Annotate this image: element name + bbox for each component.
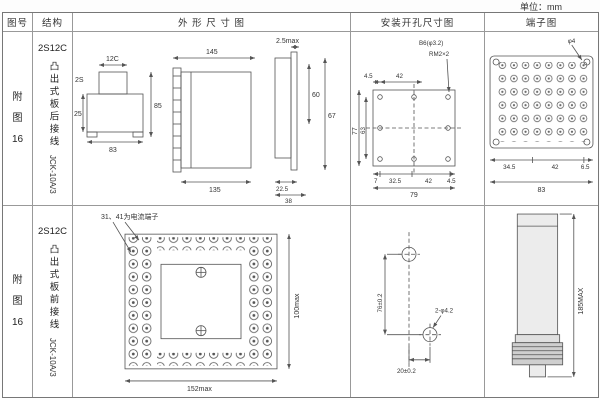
dim-25: 25 <box>74 111 82 118</box>
figure-number: 附 图 16 <box>11 275 24 328</box>
dim-2s: 2S <box>75 77 84 84</box>
dim-42-term: 42 <box>552 164 559 171</box>
dim-225: 22.5 <box>276 186 289 193</box>
col-header-mounting: 安装开孔尺寸图 <box>351 13 485 32</box>
terminal-side-view-r2: 185MAX <box>511 213 585 378</box>
dim-83: 83 <box>109 147 117 154</box>
unit-note: 单位：mm <box>520 2 562 12</box>
hole-spec-label: B6(φ3.2) <box>419 40 443 47</box>
hole-spec-label: 2-φ4.2 <box>435 308 454 315</box>
structure-cell-r2: 2S12C 凸出式板前接线 JCK-10A/3 <box>33 206 73 397</box>
figure-number: 附 图 16 <box>11 92 24 145</box>
terminal-drawing-cell-r2: 185MAX <box>485 206 598 397</box>
dim-65: 6.5 <box>581 164 590 171</box>
col-header-outline: 外 形 尺 寸 图 <box>73 13 351 32</box>
dim-185max: 185MAX <box>578 287 585 314</box>
dim-76: 76±0.2 <box>377 293 384 313</box>
dim-79: 79 <box>410 192 418 199</box>
front-view: 12C 2S 25 83 85 <box>74 56 162 154</box>
terminal-diagram-r1: φ4 34.5 42 6.5 83 <box>489 38 594 194</box>
spec-table: 图号 结构 外 形 尺 寸 图 安装开孔尺寸图 端子图 附 图 16 2S12C… <box>2 12 599 398</box>
dim-25max: 2.5max <box>276 38 299 45</box>
dim-325: 32.5 <box>389 178 402 185</box>
terminal-drawing-cell-r1: φ4 34.5 42 6.5 83 <box>485 32 598 206</box>
figure-number-cell-r1: 附 图 16 <box>3 32 33 206</box>
outline-dimension-drawing-r2: 31、41为电流端子 100max 152max <box>101 212 301 393</box>
dim-60: 60 <box>312 92 320 99</box>
dim-100max: 100max <box>294 293 301 318</box>
outline-drawing-cell-r2: 31、41为电流端子 100max 152max <box>73 206 351 397</box>
dim-83-term: 83 <box>537 187 545 194</box>
model-label: 2S12C <box>37 42 68 54</box>
structure-description: 凸出式板前接线 <box>47 243 59 332</box>
dim-42-bottom: 42 <box>425 178 432 185</box>
dim-20: 20±0.2 <box>397 368 416 375</box>
dim-152max: 152max <box>187 386 212 393</box>
mounting-hole-drawing-r1: B6(φ3.2) RM2×2 4.5 42 77 63 7 <box>352 40 462 199</box>
dim-45-bottom: 4.5 <box>447 178 456 185</box>
profile-view: 2.5max 60 67 22.5 38 <box>274 38 336 205</box>
dim-145: 145 <box>206 49 218 56</box>
dim-85: 85 <box>154 103 162 110</box>
dim-63: 63 <box>360 127 367 134</box>
outline-dimension-drawing-r1: 12C 2S 25 83 85 145 <box>74 38 336 205</box>
col-header-terminal: 端子图 <box>485 13 598 32</box>
col-header-figure-no: 图号 <box>3 13 33 32</box>
figure-number-cell-r2: 附 图 16 <box>3 206 33 397</box>
dim-135: 135 <box>209 187 221 194</box>
structure-cell-r1: 2S12C 凸出式板后接线 JCK-10A/3 <box>33 32 73 206</box>
dim-77: 77 <box>352 127 359 135</box>
mounting-drawing-cell-r1: B6(φ3.2) RM2×2 4.5 42 77 63 7 <box>351 32 485 206</box>
dim-phi4: φ4 <box>568 38 576 45</box>
dim-45-top: 4.5 <box>364 73 373 80</box>
dim-42-top: 42 <box>396 73 403 80</box>
col-header-structure: 结构 <box>33 13 73 32</box>
relay-code: JCK-10A/3 <box>48 338 57 378</box>
mounting-drawing-cell-r2: 76±0.2 2-φ4.2 20±0.2 <box>351 206 485 397</box>
screw-spec-label: RM2×2 <box>429 51 450 58</box>
outline-drawing-cell-r1: 12C 2S 25 83 85 145 <box>73 32 351 206</box>
dim-7: 7 <box>374 178 378 185</box>
structure-description: 凸出式板后接线 <box>47 60 59 149</box>
dim-345: 34.5 <box>503 164 516 171</box>
current-terminal-note: 31、41为电流端子 <box>101 212 158 221</box>
relay-code: JCK-10A/3 <box>48 155 57 195</box>
dim-38: 38 <box>285 198 292 205</box>
dim-67: 67 <box>328 113 336 120</box>
side-view: 145 135 <box>172 49 255 194</box>
model-label: 2S12C <box>37 225 68 237</box>
mounting-hole-drawing-r2: 76±0.2 2-φ4.2 20±0.2 <box>377 232 454 375</box>
dim-12c: 12C <box>106 56 119 63</box>
